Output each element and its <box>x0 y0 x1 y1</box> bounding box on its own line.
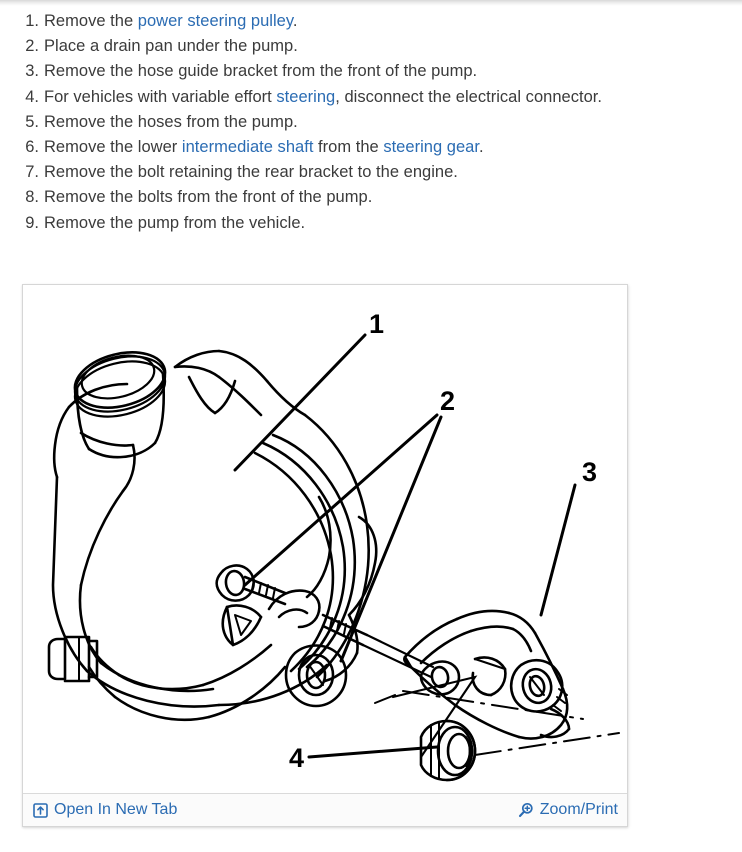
step-text-fragment: Remove the bolt retaining the rear brack… <box>44 163 458 182</box>
step-text-fragment: . <box>292 12 298 30</box>
open-in-new-tab-button[interactable]: Open In New Tab <box>33 802 177 818</box>
step-number: 1 <box>22 9 39 34</box>
step-text: For vehicles with variable effort steeri… <box>44 88 602 106</box>
step-text-fragment: Remove the pump from the vehicle. <box>44 213 306 232</box>
step-number: 3 <box>22 59 39 84</box>
open-in-new-tab-icon <box>33 802 48 818</box>
step-link[interactable]: intermediate shaft <box>181 138 314 157</box>
step-text-fragment: Place a drain pan under the pump. <box>44 37 298 56</box>
step-number: 7 <box>22 160 39 185</box>
figure-image[interactable]: 1 2 3 4 <box>23 285 627 793</box>
procedure-step: 6 Remove the lower intermediate shaft fro… <box>22 135 722 160</box>
step-link[interactable]: power steering pulley <box>137 12 293 30</box>
step-text-fragment: For vehicles with variable effort <box>44 87 277 106</box>
step-number: 5 <box>22 110 39 135</box>
callout-label-1: 1 <box>369 309 384 339</box>
step-text-fragment: Remove the bolts from the front of the p… <box>44 188 373 207</box>
step-text: Remove the bolt retaining the rear brack… <box>44 163 458 181</box>
figure-card: 1 2 3 4 Open In New Tab <box>22 284 628 827</box>
procedure-step: 7 Remove the bolt retaining the rear brac… <box>22 160 722 185</box>
step-text: Remove the bolts from the front of the p… <box>44 188 372 206</box>
procedure-step: 9 Remove the pump from the vehicle. <box>22 211 722 236</box>
step-text-fragment: , disconnect the electrical connector. <box>335 87 603 106</box>
step-text-fragment: Remove the hose guide bracket from the f… <box>44 62 478 81</box>
step-text: Remove the hoses from the pump. <box>44 113 298 131</box>
step-text: Remove the pump from the vehicle. <box>44 214 305 232</box>
step-text: Place a drain pan under the pump. <box>44 37 298 55</box>
procedure-step: 2 Place a drain pan under the pump. <box>22 34 722 59</box>
step-number: 6 <box>22 135 39 160</box>
step-number: 4 <box>22 85 39 110</box>
scroll-shadow-strip <box>0 0 742 6</box>
open-in-new-tab-label: Open In New Tab <box>54 801 178 818</box>
step-number: 8 <box>22 185 39 210</box>
callout-label-3: 3 <box>582 457 597 487</box>
step-link[interactable]: steering <box>276 87 336 106</box>
step-text: Remove the power steering pulley. <box>44 12 298 30</box>
step-text: Remove the lower intermediate shaft from… <box>44 138 484 156</box>
procedure-step: 8 Remove the bolts from the front of the … <box>22 185 722 210</box>
step-text-fragment: . <box>478 138 484 157</box>
step-text-fragment: from the <box>313 138 384 157</box>
callout-label-4: 4 <box>289 743 304 773</box>
zoom-print-button[interactable]: Zoom/Print <box>518 802 618 818</box>
step-text: Remove the hose guide bracket from the f… <box>44 62 477 80</box>
step-number: 2 <box>22 34 39 59</box>
procedure-step: 1 Remove the power steering pulley. <box>22 9 722 34</box>
callout-label-2: 2 <box>440 386 455 416</box>
step-link[interactable]: steering gear <box>383 138 479 157</box>
procedure-step: 5 Remove the hoses from the pump. <box>22 110 722 135</box>
procedure-step: 3 Remove the hose guide bracket from the … <box>22 59 722 84</box>
magnifier-plus-icon <box>518 802 534 818</box>
step-number: 9 <box>22 211 39 236</box>
power-steering-pump-diagram: 1 2 3 4 <box>23 285 627 793</box>
step-text-fragment: Remove the <box>44 12 138 30</box>
step-text-fragment: Remove the lower <box>44 138 182 157</box>
procedure-step: 4 For vehicles with variable effort steer… <box>22 85 722 110</box>
zoom-print-label: Zoom/Print <box>539 801 618 818</box>
procedure-step-list: 1 Remove the power steering pulley. 2 Place… <box>22 9 722 236</box>
figure-toolbar: Open In New Tab Zoom/Print <box>23 793 627 826</box>
step-text-fragment: Remove the hoses from the pump. <box>44 112 298 131</box>
